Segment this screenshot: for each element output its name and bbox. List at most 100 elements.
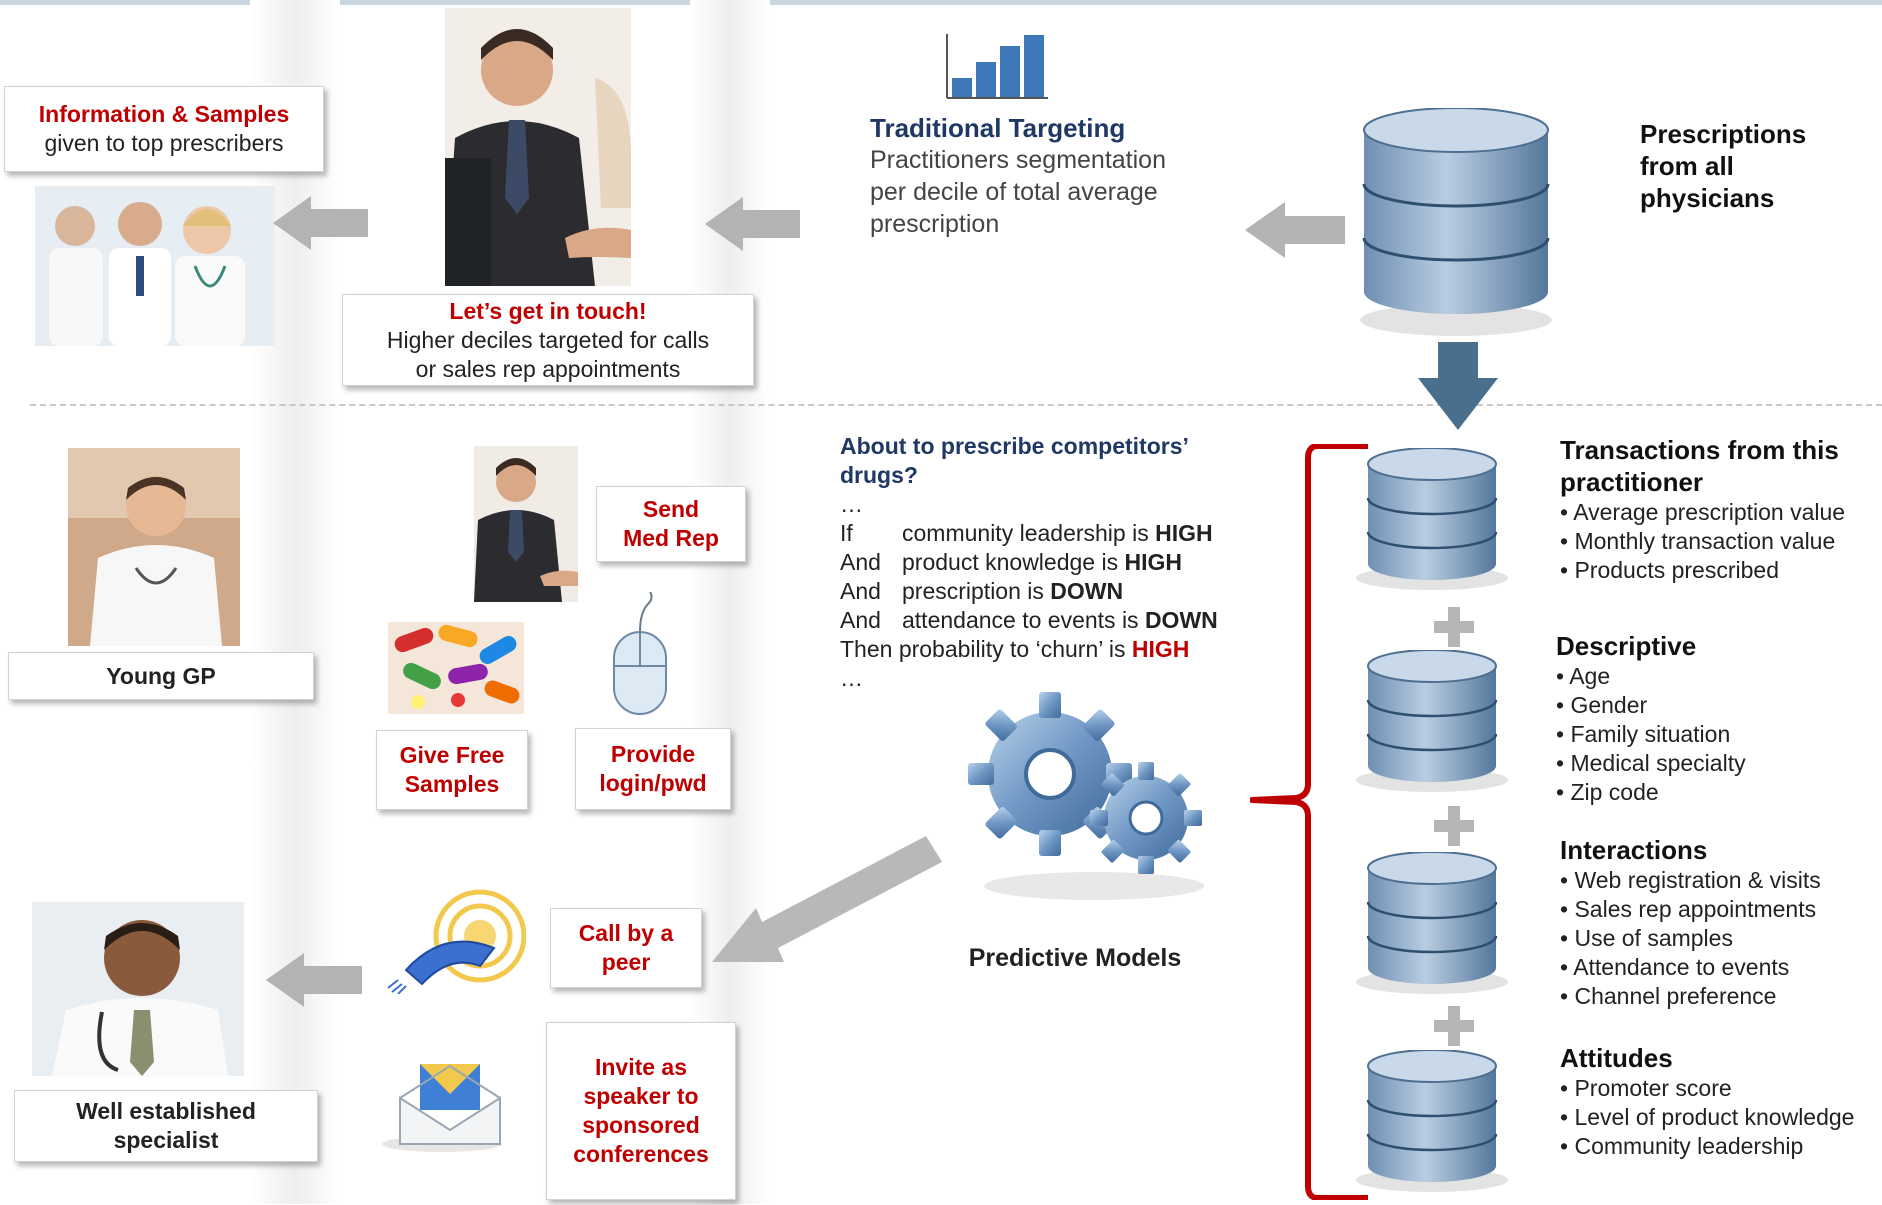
- invite-speaker-button[interactable]: Invite as speaker to sponsored conferenc…: [546, 1022, 736, 1200]
- rule-row: And prescription is DOWN: [840, 577, 1260, 606]
- database-icon-interactions: [1352, 851, 1512, 1003]
- phone-icon: [384, 888, 527, 999]
- traditional-targeting-line2: per decile of total average: [870, 178, 1158, 206]
- source-item: Sales rep appointments: [1560, 895, 1880, 924]
- provide-login-line2: login/pwd: [599, 770, 707, 796]
- source-interactions: Interactions Web registration & visits S…: [1560, 834, 1880, 1011]
- rule-keyword: And: [840, 549, 881, 575]
- source-item: Level of product knowledge: [1560, 1103, 1880, 1132]
- source-descriptive: Descriptive Age Gender Family situation …: [1556, 630, 1876, 807]
- send-med-rep-line1: Send: [642, 496, 700, 522]
- top-border: [0, 0, 1882, 5]
- young-gp-photo: [68, 448, 240, 646]
- source-title-line2: practitioner: [1560, 467, 1704, 497]
- middle-lane-band: [690, 0, 770, 1204]
- source-item: Monthly transaction value: [1560, 527, 1880, 556]
- young-gp-box: Young GP: [8, 652, 314, 700]
- arrow-left-3: [1245, 202, 1345, 263]
- arrow-left-4: [266, 953, 362, 1012]
- specialist-box: Well established specialist: [14, 1090, 318, 1162]
- source-title: Interactions: [1560, 835, 1708, 865]
- arrow-left-2: [705, 197, 800, 256]
- call-by-peer-button[interactable]: Call by a peer: [550, 908, 702, 988]
- rule-keyword: And: [840, 607, 881, 633]
- plus-icon: [1434, 806, 1474, 851]
- source-items: Promoter score Level of product knowledg…: [1560, 1074, 1880, 1161]
- give-free-samples-button[interactable]: Give Free Samples: [376, 730, 528, 810]
- plus-icon: [1434, 607, 1474, 652]
- pills-image: [388, 622, 524, 714]
- arrow-left-1: [273, 196, 368, 255]
- source-item: Use of samples: [1560, 924, 1880, 953]
- rule-then-value: HIGH: [1131, 636, 1190, 662]
- bar-chart-icon: [944, 32, 1050, 105]
- young-gp-image: [68, 448, 240, 646]
- doctors-group-image: [35, 186, 275, 346]
- send-med-rep-button[interactable]: Send Med Rep: [596, 486, 746, 562]
- rule-value: HIGH: [1155, 520, 1213, 546]
- source-item: Zip code: [1556, 778, 1876, 807]
- database-icon-transactions: [1352, 447, 1512, 599]
- rule-ellipsis-bottom: …: [840, 665, 863, 691]
- source-items: Web registration & visits Sales rep appo…: [1560, 866, 1880, 1011]
- rule-row: If community leadership is HIGH: [840, 519, 1260, 548]
- traditional-targeting-title: Traditional Targeting: [870, 113, 1126, 143]
- rule-question-line1: About to prescribe competitors’: [840, 433, 1189, 459]
- sales-rep-handshake-photo: [445, 8, 631, 286]
- give-samples-line2: Samples: [404, 771, 500, 797]
- source-items: Average prescription value Monthly trans…: [1560, 498, 1880, 585]
- invite-line4: conferences: [573, 1141, 709, 1167]
- traditional-targeting-line3: prescription: [870, 210, 1000, 238]
- prescriptions-line1: Prescriptions: [1640, 119, 1807, 149]
- doctors-group-photo: [35, 186, 275, 346]
- rule-value: DOWN: [1050, 578, 1124, 604]
- rule-keyword: And: [840, 578, 881, 604]
- database-icon-descriptive: [1352, 649, 1512, 801]
- source-item: Promoter score: [1560, 1074, 1880, 1103]
- section-divider: [30, 404, 1882, 406]
- source-item: Community leadership: [1560, 1132, 1880, 1161]
- gears-icon: [964, 690, 1214, 915]
- source-items: Age Gender Family situation Medical spec…: [1556, 662, 1876, 807]
- invite-line3: sponsored: [582, 1112, 700, 1138]
- send-med-rep-line2: Med Rep: [623, 525, 719, 551]
- call-peer-line2: peer: [601, 949, 651, 975]
- traditional-targeting-line1: Practitioners segmentation: [870, 146, 1166, 174]
- rule-value: HIGH: [1124, 549, 1182, 575]
- get-in-touch-box: Let’s get in touch! Higher deciles targe…: [342, 294, 754, 386]
- envelope-icon: [380, 1058, 510, 1159]
- information-samples-text: given to top prescribers: [44, 130, 284, 156]
- pills-photo: [388, 622, 524, 714]
- source-item: Web registration & visits: [1560, 866, 1880, 895]
- specialist-line2: specialist: [113, 1127, 219, 1153]
- prescriptions-label: Prescriptions from all physicians: [1640, 118, 1806, 214]
- source-item: Average prescription value: [1560, 498, 1880, 527]
- source-transactions: Transactions from this practitioner Aver…: [1560, 434, 1880, 585]
- traditional-targeting-block: Traditional Targeting Practitioners segm…: [870, 112, 1230, 240]
- arrow-diagonal: [712, 836, 942, 971]
- rule-keyword: If: [840, 520, 853, 546]
- rule-condition: community leadership is: [902, 520, 1156, 546]
- source-item: Products prescribed: [1560, 556, 1880, 585]
- provide-login-button[interactable]: Provide login/pwd: [575, 728, 731, 810]
- invite-line1: Invite as: [594, 1054, 688, 1080]
- get-in-touch-line1: Higher deciles targeted for calls: [386, 326, 710, 353]
- source-attitudes: Attitudes Promoter score Level of produc…: [1560, 1042, 1880, 1161]
- young-gp-label: Young GP: [106, 662, 216, 689]
- specialist-photo: [32, 902, 244, 1076]
- brace-icon: [1249, 443, 1370, 1205]
- left-lane-band: [250, 0, 340, 1204]
- invite-line2: speaker to: [583, 1083, 699, 1109]
- database-icon-attitudes: [1352, 1049, 1512, 1201]
- information-samples-title: Information & Samples: [38, 101, 290, 127]
- handshake-image: [445, 8, 631, 286]
- specialist-image: [32, 902, 244, 1076]
- rule-question-line2: drugs?: [840, 462, 918, 488]
- specialist-line1: Well established: [76, 1098, 256, 1124]
- med-rep-photo: [474, 446, 578, 602]
- rule-condition: attendance to events is: [902, 607, 1145, 633]
- rule-condition: prescription is: [902, 578, 1051, 604]
- get-in-touch-title: Let’s get in touch!: [449, 297, 647, 324]
- rule-ellipsis-top: …: [840, 491, 863, 517]
